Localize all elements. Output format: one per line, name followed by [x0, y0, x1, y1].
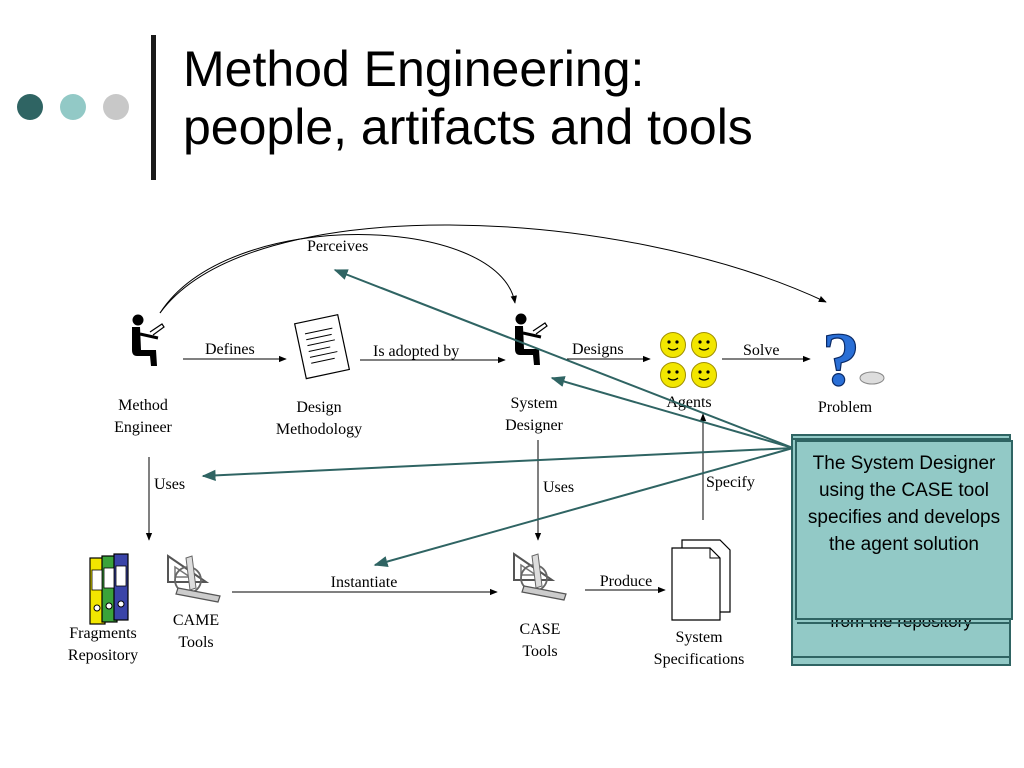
system-designer-label-2: Designer — [505, 417, 563, 434]
pointer-to-uses — [201, 447, 794, 481]
came-drafting-tools-icon — [167, 555, 221, 603]
instantiate-label: Instantiate — [331, 574, 398, 591]
uses-right-label: Uses — [543, 479, 574, 496]
agents-label: Agents — [666, 394, 711, 411]
light-dot — [103, 94, 129, 120]
pointer-to-instantiate — [373, 447, 794, 567]
svg-text:?: ? — [822, 318, 860, 402]
came-tools-label-1: CAME — [173, 612, 219, 629]
case-drafting-tools-icon — [513, 553, 567, 601]
came-tools-label-2: Tools — [178, 634, 213, 651]
system-specifications-label-1: System — [675, 629, 723, 646]
stacked-pages-icon — [671, 539, 731, 621]
fragments-repository-label-1: Fragments — [69, 625, 137, 642]
title-line-1: Method Engineering: — [183, 41, 645, 97]
agent-smiley-icon — [690, 331, 718, 359]
defines-label: Defines — [205, 341, 255, 358]
is-adopted-by-label: Is adopted by — [373, 343, 459, 360]
callout-front-shadow-line — [797, 622, 1011, 624]
callout-front-text: The System Designer using the CASE tool … — [807, 453, 1001, 555]
system-designer-icon — [513, 312, 549, 367]
question-mark-icon: ? — [821, 317, 885, 403]
pointer-to-system-designer — [550, 376, 794, 449]
dark-dot — [17, 94, 43, 120]
problem-label: Problem — [818, 399, 873, 416]
mid-dot — [60, 94, 86, 120]
title-line-2: people, artifacts and tools — [183, 99, 753, 155]
design-methodology-label-1: Design — [296, 399, 341, 416]
document-icon — [293, 313, 351, 380]
callout-back-bottom-line — [793, 656, 1009, 658]
method-engineer-label-1: Method — [118, 397, 168, 414]
perceives-label: Perceives — [307, 238, 368, 255]
title-accent-bar — [151, 35, 156, 180]
agent-smiley-icon — [659, 361, 687, 389]
agent-smiley-icon — [659, 331, 687, 359]
method-engineer-label-2: Engineer — [114, 419, 172, 436]
binders-icon — [89, 553, 129, 625]
perceives-arrow-to-problem — [159, 224, 827, 314]
design-methodology-label-2: Methodology — [276, 421, 362, 438]
callout-back-divider — [793, 438, 1009, 440]
specify-label: Specify — [706, 474, 755, 491]
case-tools-label-1: CASE — [520, 621, 561, 638]
uses-left-label: Uses — [154, 476, 185, 493]
agent-smiley-icon — [690, 361, 718, 389]
slide-title: Method Engineering: people, artifacts an… — [183, 40, 753, 156]
system-specifications-label-2: Specifications — [654, 651, 745, 668]
system-designer-label-1: System — [510, 395, 558, 412]
solve-label: Solve — [743, 342, 779, 359]
produce-label: Produce — [600, 573, 652, 590]
callout-pointer-arrows — [201, 269, 794, 567]
case-tools-label-2: Tools — [522, 643, 557, 660]
fragments-repository-label-2: Repository — [68, 647, 138, 664]
callout-front-box: The System Designer using the CASE tool … — [795, 440, 1013, 624]
designs-label: Designs — [572, 341, 624, 358]
method-engineer-icon — [130, 313, 166, 368]
perceives-arrow-to-designer — [159, 234, 517, 314]
pointer-to-perceives — [333, 269, 794, 449]
